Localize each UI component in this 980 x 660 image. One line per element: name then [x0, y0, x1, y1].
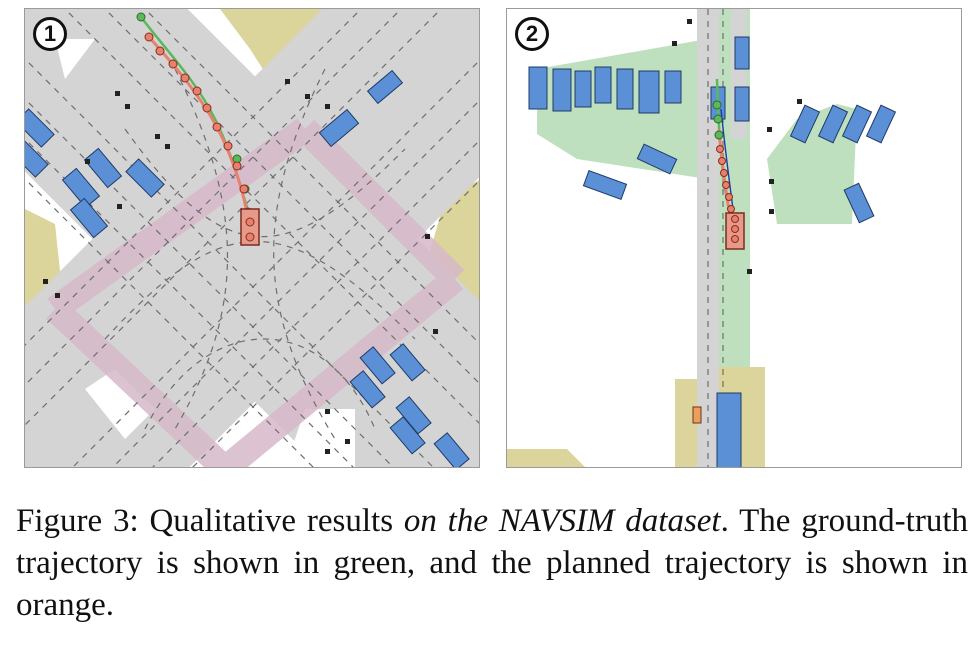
vehicle: [841, 104, 873, 144]
panel-badge-2: 2: [515, 17, 549, 51]
ego-points: [245, 217, 255, 242]
vehicle: [664, 70, 682, 104]
vehicle: [574, 70, 592, 108]
caption-emphasis: on the NAVSIM dataset: [403, 503, 721, 539]
vehicle: [638, 70, 660, 114]
ego-points: [731, 215, 739, 243]
ego-vehicle: [240, 208, 260, 246]
vehicle: [734, 86, 750, 122]
sidewalk: [507, 449, 585, 467]
figure-caption: Figure 3: Qualitative results on the NAV…: [16, 500, 968, 626]
vehicle: [359, 346, 396, 385]
vehicle: [582, 170, 628, 200]
planned-points: [716, 145, 735, 213]
vehicle: [789, 104, 821, 144]
vehicle: [318, 108, 360, 148]
vehicle: [636, 143, 678, 175]
vehicle: [61, 167, 101, 209]
island: [55, 39, 95, 79]
vehicle: [389, 416, 426, 455]
lane-lines: [25, 9, 479, 467]
small-agent: [692, 406, 702, 424]
vehicle: [616, 68, 634, 110]
vehicles: [528, 36, 897, 467]
vehicle: [83, 147, 123, 189]
pedestrians: [672, 19, 802, 274]
vehicle: [433, 432, 470, 467]
vehicle: [865, 104, 897, 144]
vehicle: [125, 158, 165, 198]
vehicles: [25, 69, 470, 467]
figure-label: Figure 3:: [16, 503, 139, 539]
bev-panel-intersection: 1: [24, 8, 480, 468]
caption-text-end: . The ground-truth trajectory is shown i…: [16, 503, 968, 623]
caption-text-start: Qualitative results: [149, 503, 394, 539]
vehicle: [817, 104, 849, 144]
vehicle: [734, 36, 750, 70]
vehicle: [528, 66, 548, 110]
vehicle: [69, 197, 109, 239]
pedestrians: [43, 79, 438, 454]
vehicle: [552, 68, 572, 112]
vehicle: [349, 370, 386, 409]
vehicle: [25, 138, 49, 178]
vehicle: [716, 392, 742, 467]
vehicle: [366, 69, 404, 105]
intersection-map: [25, 9, 479, 467]
vehicle: [843, 182, 875, 224]
vehicle: [594, 66, 612, 104]
vehicle: [389, 343, 426, 382]
island: [85, 369, 155, 439]
ground-truth-points: [712, 100, 724, 140]
panel-badge-1: 1: [33, 17, 67, 51]
straight-road-map: [507, 9, 961, 467]
bev-panel-straight-road: 2: [506, 8, 962, 468]
vehicle: [25, 108, 55, 148]
